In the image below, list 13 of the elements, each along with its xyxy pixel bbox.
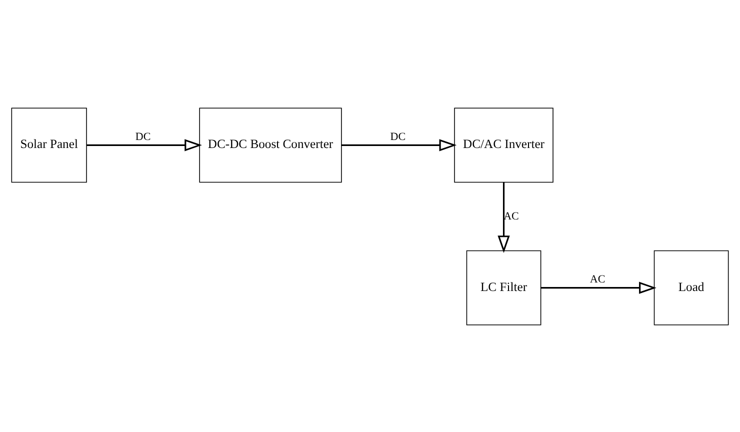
node-box: DC/AC Inverter [454, 107, 554, 182]
edge-label: AC [590, 272, 606, 285]
edge-label: DC [390, 130, 406, 142]
node-box: DC-DC Boost Converter [199, 107, 342, 182]
node-box: Load [654, 250, 729, 325]
arrow [341, 138, 457, 151]
edge-label: DC [135, 130, 151, 142]
arrow [498, 182, 510, 252]
arrow [86, 138, 202, 151]
node-box: Solar Panel [11, 107, 87, 182]
edge-label: AC [504, 210, 519, 222]
node-box: LC Filter [466, 250, 542, 325]
arrow [540, 281, 656, 294]
